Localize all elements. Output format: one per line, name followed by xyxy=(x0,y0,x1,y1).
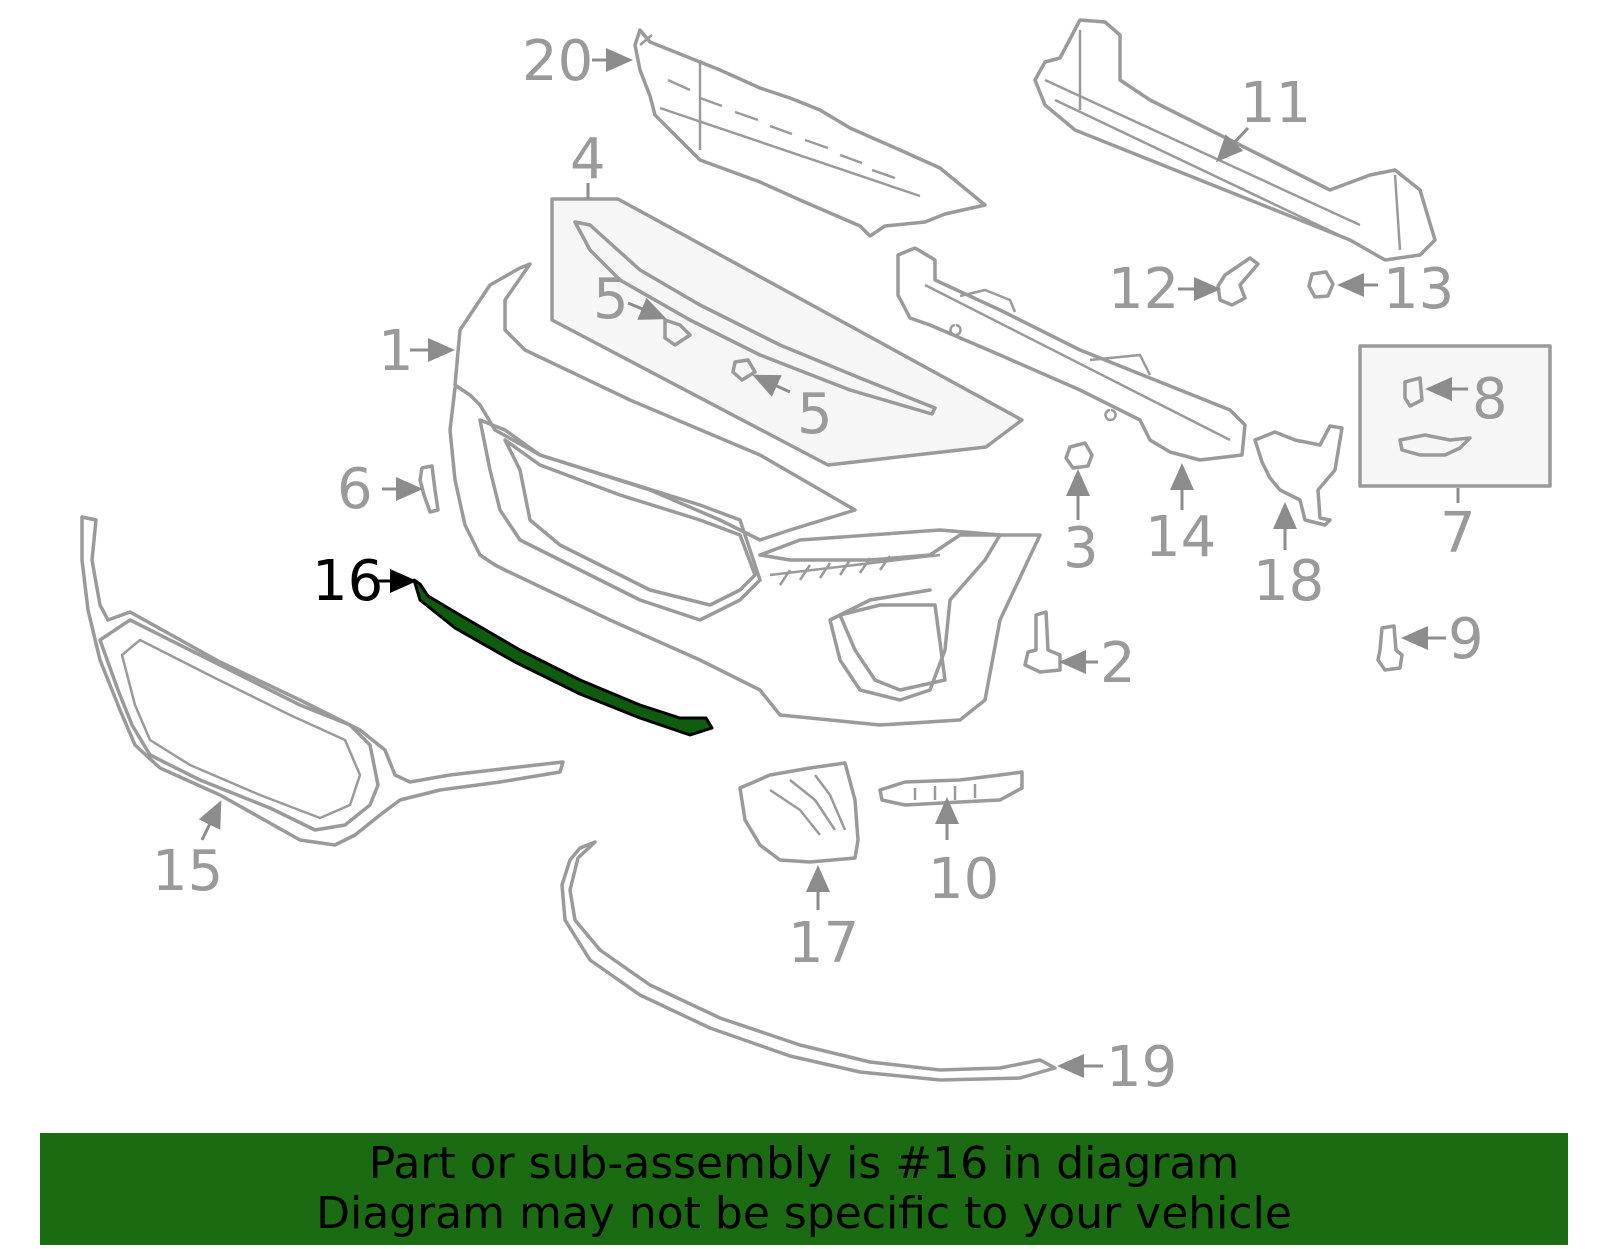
callout-10: 10 xyxy=(928,847,999,912)
callout-1: 1 xyxy=(378,319,414,384)
callout-6: 6 xyxy=(337,457,373,522)
part-7-kit-box[interactable] xyxy=(1358,344,1552,488)
callout-4: 4 xyxy=(570,127,606,192)
part-20-upper-absorber[interactable] xyxy=(633,28,987,238)
callout-16: 16 xyxy=(312,549,383,614)
callout-12: 12 xyxy=(1108,257,1179,322)
callout-5a: 5 xyxy=(593,267,629,332)
callout-19: 19 xyxy=(1106,1035,1177,1100)
fastener-12-bolt[interactable] xyxy=(1216,256,1260,307)
part-4-upper-cover[interactable] xyxy=(550,197,1024,467)
callout-2: 2 xyxy=(1100,631,1136,696)
callout-14: 14 xyxy=(1145,505,1216,570)
info-banner: Part or sub-assembly is #16 in diagram D… xyxy=(40,1133,1568,1245)
part-14-absorber[interactable] xyxy=(896,246,1247,462)
banner-line-1: Part or sub-assembly is #16 in diagram xyxy=(368,1138,1240,1189)
part-15-grille[interactable] xyxy=(80,515,565,847)
part-19-lower-molding[interactable] xyxy=(560,840,1057,1082)
callout-20: 20 xyxy=(522,29,593,94)
callout-11: 11 xyxy=(1240,71,1311,136)
part-11-reinforcement-beam[interactable] xyxy=(1033,18,1437,262)
callout-9: 9 xyxy=(1448,607,1484,672)
callout-15: 15 xyxy=(152,839,223,904)
callout-7: 7 xyxy=(1440,501,1476,566)
callout-17: 17 xyxy=(788,911,859,976)
part-16-highlighted-trim[interactable] xyxy=(412,578,714,737)
leader-lines xyxy=(198,48,1468,1078)
callout-13: 13 xyxy=(1383,257,1454,322)
part-1-bumper-cover[interactable] xyxy=(448,262,1042,727)
part-17-fog-bezel[interactable] xyxy=(738,761,860,864)
callout-8: 8 xyxy=(1472,367,1508,432)
fastener-13-nut[interactable] xyxy=(1307,270,1335,299)
banner-line-2: Diagram may not be specific to your vehi… xyxy=(316,1188,1292,1239)
callout-3: 3 xyxy=(1063,516,1099,581)
part-18-side-bracket[interactable] xyxy=(1253,424,1344,527)
fastener-3-nut[interactable] xyxy=(1064,441,1094,470)
callouts: 20 11 4 5 5 1 12 13 8 7 3 14 18 6 16 2 9… xyxy=(152,29,1508,1100)
part-10-bracket[interactable] xyxy=(878,770,1024,807)
fastener-6-clip[interactable] xyxy=(418,464,440,514)
callout-5b: 5 xyxy=(797,382,833,447)
fastener-9-bolt[interactable] xyxy=(1376,624,1404,672)
callout-18: 18 xyxy=(1253,549,1324,614)
fastener-2-bolt[interactable] xyxy=(1023,610,1062,674)
